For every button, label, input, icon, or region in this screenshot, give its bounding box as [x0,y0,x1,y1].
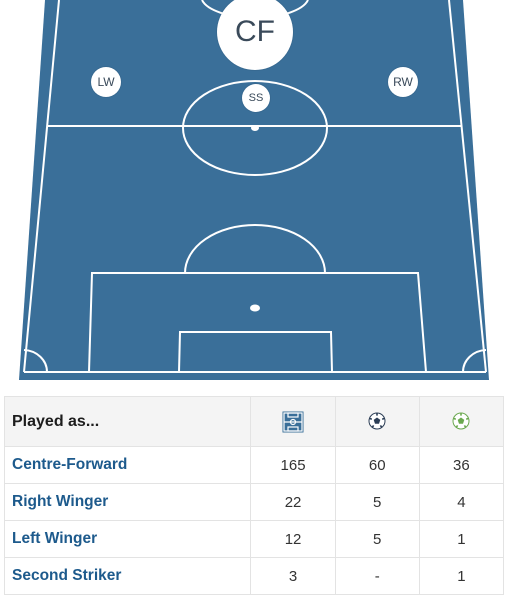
table-row: Centre-Forward 165 60 36 [3,446,505,484]
goals-value: - [334,557,420,595]
table-row: Right Winger 22 5 4 [3,483,505,521]
penalty-box [88,272,427,373]
corner-arc-right [461,349,487,373]
penalty-spot [250,304,260,312]
assists-value: 36 [418,446,505,484]
goals-value: 5 [334,483,420,521]
appearances-value: 22 [250,483,336,521]
pitch-appearances-icon [282,411,304,433]
corner-arc-left [23,349,49,373]
positions-stats-table: Played as... [3,396,505,595]
position-pitch: CF LW RW SS [19,0,489,380]
pitch-graphic [19,0,489,380]
goals-value: 5 [334,520,420,558]
assists-ball-icon [452,412,470,430]
position-link[interactable]: Right Winger [3,483,252,521]
appearances-value: 3 [250,557,336,595]
table-header-row: Played as... [3,396,505,447]
position-marker-ss: SS [242,84,270,112]
appearances-value: 12 [250,520,336,558]
centre-circle [182,80,328,176]
assists-value: 1 [418,557,505,595]
position-marker-cf: CF [217,0,293,70]
centre-spot [251,125,259,131]
position-marker-rw: RW [388,67,418,97]
position-link[interactable]: Second Striker [3,557,252,595]
goals-header [334,396,420,447]
position-marker-lw: LW [91,67,121,97]
appearances-header [250,396,336,447]
position-link[interactable]: Left Winger [3,520,252,558]
assists-header [418,396,505,447]
pitch-field [19,0,489,380]
appearances-value: 165 [250,446,336,484]
assists-value: 1 [418,520,505,558]
assists-value: 4 [418,483,505,521]
table-row: Left Winger 12 5 1 [3,520,505,558]
left-touchline [23,0,60,373]
goals-ball-icon [368,412,386,430]
penalty-arc [184,224,326,274]
played-as-header: Played as... [3,396,252,447]
table-row: Second Striker 3 - 1 [3,557,505,595]
position-link[interactable]: Centre-Forward [3,446,252,484]
six-yard-box [178,331,333,373]
goals-value: 60 [334,446,420,484]
right-touchline [448,0,487,373]
